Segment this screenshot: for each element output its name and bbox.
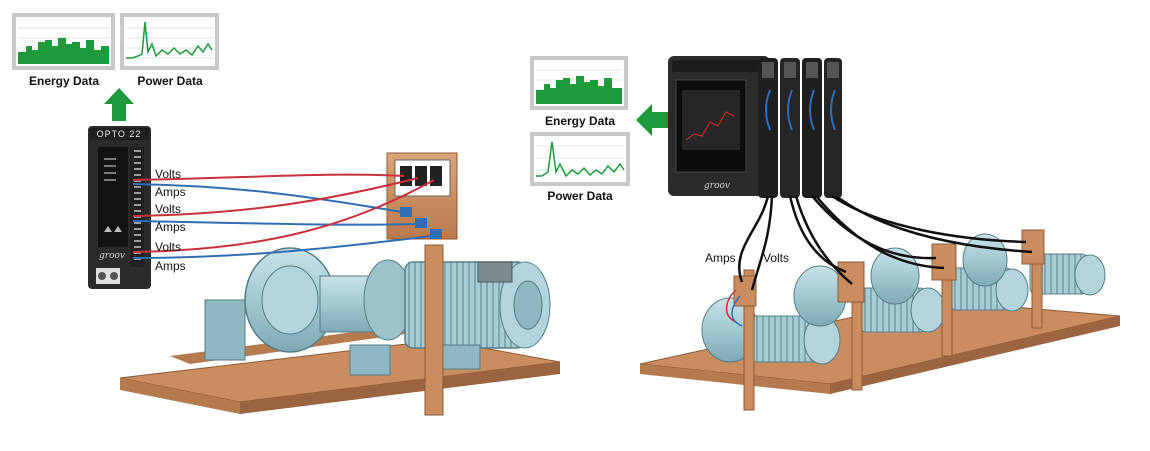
wire-label-volts-1: Volts <box>155 167 181 181</box>
power-data-label-right: Power Data <box>547 189 613 203</box>
wire-label-amps-1: Amps <box>155 185 186 199</box>
energy-bar-series <box>18 38 109 64</box>
wire-label-volts-2: Volts <box>155 202 181 216</box>
power-data-label-left: Power Data <box>137 74 203 88</box>
ct-leads-right <box>725 289 743 327</box>
controller-brand-text: OPTO 22 <box>97 129 142 139</box>
current-transformer-box-left <box>386 152 458 416</box>
power-chart-tile-right <box>530 132 630 186</box>
cables-right <box>737 194 1033 291</box>
energy-data-label-right: Energy Data <box>545 114 615 128</box>
power-chart-tile-left <box>120 13 219 70</box>
controller-logo-text: groov <box>99 251 125 261</box>
left-arrow-icon <box>636 104 668 136</box>
volts-label-right: Volts <box>763 251 789 265</box>
energy-bar-series-right <box>536 76 622 104</box>
power-line-series-right <box>536 141 625 178</box>
groov-epic-device <box>668 56 842 198</box>
pump-skid-row-right <box>639 229 1121 411</box>
energy-data-label-left: Energy Data <box>29 74 99 88</box>
device-logo-text: groov <box>704 181 730 191</box>
energy-chart-tile-right <box>530 56 628 110</box>
pump-skid-left <box>119 247 561 414</box>
pump-unit-2 <box>793 265 946 333</box>
wiring-left <box>132 173 435 259</box>
up-arrow-icon <box>104 88 134 121</box>
power-line-series <box>126 21 213 59</box>
amps-label-right: Amps <box>705 251 736 265</box>
opto22-controller <box>88 126 151 289</box>
wire-label-amps-2: Amps <box>155 220 186 234</box>
wire-label-amps-3: Amps <box>155 259 186 273</box>
wire-label-volts-3: Volts <box>155 240 181 254</box>
energy-chart-tile-left <box>12 13 115 70</box>
